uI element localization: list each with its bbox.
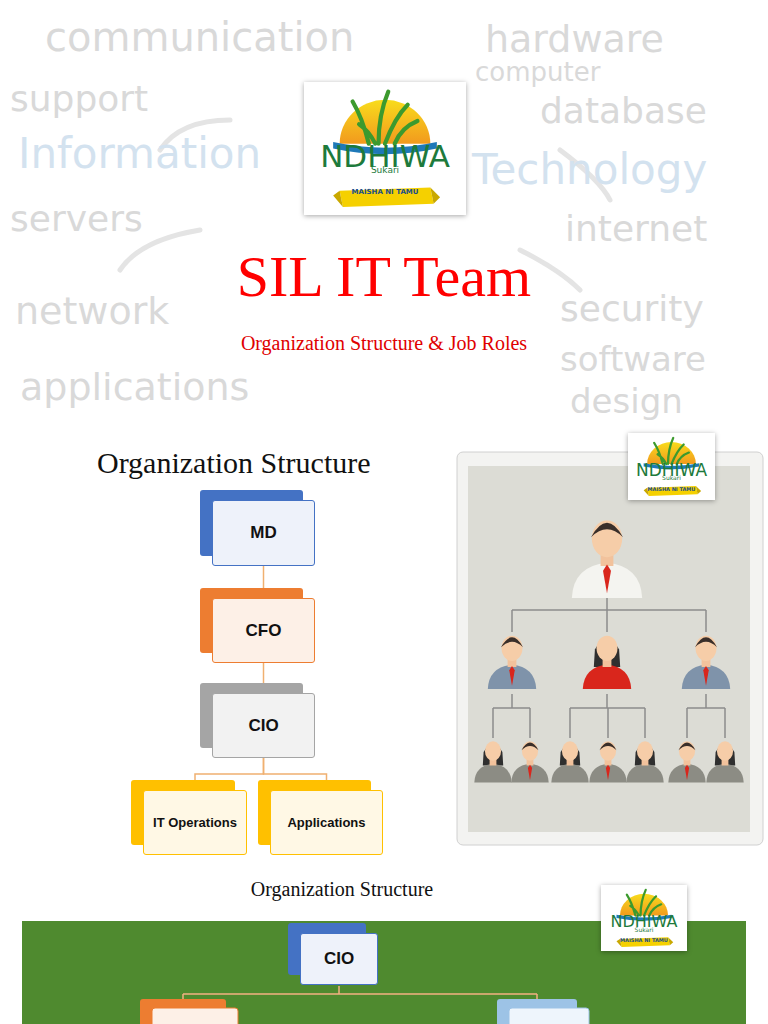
org-lines bbox=[493, 594, 725, 738]
head bbox=[637, 741, 653, 761]
org-box: Applications bbox=[270, 790, 383, 855]
head bbox=[679, 741, 695, 761]
hair bbox=[695, 637, 717, 647]
hair bbox=[522, 743, 539, 751]
section-heading: Organization Structure bbox=[0, 878, 684, 901]
logo-subname: Sukari bbox=[628, 475, 715, 481]
torso bbox=[589, 764, 626, 783]
torso bbox=[572, 563, 642, 598]
head bbox=[522, 741, 538, 761]
person-figure bbox=[706, 741, 743, 782]
person-figure bbox=[682, 636, 730, 689]
connector-line bbox=[264, 758, 327, 790]
tie bbox=[606, 765, 610, 780]
head bbox=[600, 741, 616, 761]
person-figure bbox=[572, 520, 642, 598]
logo-motto: MAISHA NI TAMU bbox=[601, 938, 687, 943]
head bbox=[485, 741, 501, 761]
section-heading: Organization Structure bbox=[97, 446, 371, 481]
connector-line bbox=[195, 758, 264, 790]
torso bbox=[682, 665, 730, 689]
head bbox=[592, 520, 622, 557]
tie bbox=[703, 666, 709, 686]
people-figures bbox=[474, 520, 743, 782]
tie bbox=[528, 765, 532, 780]
box-label: MD bbox=[250, 523, 276, 543]
person-figure bbox=[474, 741, 511, 782]
cut-box-front bbox=[152, 1008, 238, 1024]
logo-cane bbox=[627, 890, 661, 916]
logo-cane bbox=[353, 92, 418, 144]
watermark-word: support bbox=[10, 78, 148, 119]
box-label: Applications bbox=[287, 815, 365, 830]
torso bbox=[706, 764, 743, 783]
connector-line bbox=[263, 663, 265, 693]
org-box: MD bbox=[212, 500, 315, 566]
person-figure bbox=[583, 636, 631, 689]
logo-motto: MAISHA NI TAMU bbox=[628, 487, 715, 492]
illustration-panel bbox=[457, 452, 763, 845]
person-figure bbox=[589, 741, 626, 782]
box-label: CFO bbox=[246, 621, 282, 641]
person-figure bbox=[511, 741, 548, 782]
watermark-word: Technology bbox=[472, 146, 707, 194]
torso bbox=[668, 764, 705, 783]
person-figure bbox=[488, 636, 536, 689]
torso bbox=[474, 764, 511, 783]
torso bbox=[626, 764, 663, 783]
head bbox=[717, 741, 733, 761]
box-label: CIO bbox=[324, 949, 354, 969]
head bbox=[562, 741, 578, 761]
hair bbox=[679, 743, 696, 751]
logo-subname: Sukari bbox=[304, 166, 466, 175]
logo-cane bbox=[654, 438, 689, 464]
org-box: IT Operations bbox=[143, 790, 247, 855]
tie bbox=[603, 564, 611, 593]
band-lines bbox=[183, 986, 537, 1000]
illustration-ground bbox=[468, 466, 750, 832]
watermark-word: applications bbox=[20, 366, 249, 410]
person-figure bbox=[551, 741, 588, 782]
watermark-word: computer bbox=[475, 58, 600, 88]
tie bbox=[685, 765, 689, 780]
org-box: CIO bbox=[212, 693, 315, 758]
cut-box-front bbox=[509, 1008, 589, 1024]
org-box: CFO bbox=[212, 598, 315, 663]
box-label: IT Operations bbox=[153, 815, 237, 830]
watermark-word: software bbox=[560, 340, 706, 379]
logo-subname: Sukari bbox=[601, 927, 687, 933]
company-logo: NDHIWASukariMAISHA NI TAMU bbox=[628, 433, 715, 500]
torso bbox=[583, 665, 631, 689]
watermark-word: network bbox=[15, 290, 169, 334]
torso bbox=[511, 764, 548, 783]
hair bbox=[591, 523, 623, 537]
person-figure bbox=[626, 741, 663, 782]
watermark-word: servers bbox=[10, 198, 143, 239]
watermark-word: security bbox=[560, 288, 704, 329]
watermark-word: database bbox=[540, 90, 707, 131]
hair bbox=[600, 743, 617, 751]
company-logo: NDHIWASukariMAISHA NI TAMU bbox=[601, 885, 687, 951]
person-figure bbox=[668, 741, 705, 782]
hair bbox=[501, 637, 523, 647]
company-logo: NDHIWASukariMAISHA NI TAMU bbox=[304, 82, 466, 215]
torso bbox=[551, 764, 588, 783]
watermark-word: communication bbox=[45, 14, 354, 60]
head bbox=[696, 636, 717, 661]
watermark-word: internet bbox=[565, 208, 707, 249]
tie bbox=[509, 666, 515, 686]
watermark-word: Information bbox=[18, 130, 261, 178]
watermark-word: hardware bbox=[485, 18, 664, 62]
org-box: CIO bbox=[300, 933, 378, 985]
head bbox=[597, 636, 618, 661]
torso bbox=[488, 665, 536, 689]
logo-motto: MAISHA NI TAMU bbox=[304, 189, 466, 196]
head bbox=[502, 636, 523, 661]
watermark-word: design bbox=[570, 382, 683, 421]
box-label: CIO bbox=[248, 716, 278, 736]
connector-line bbox=[263, 566, 265, 598]
